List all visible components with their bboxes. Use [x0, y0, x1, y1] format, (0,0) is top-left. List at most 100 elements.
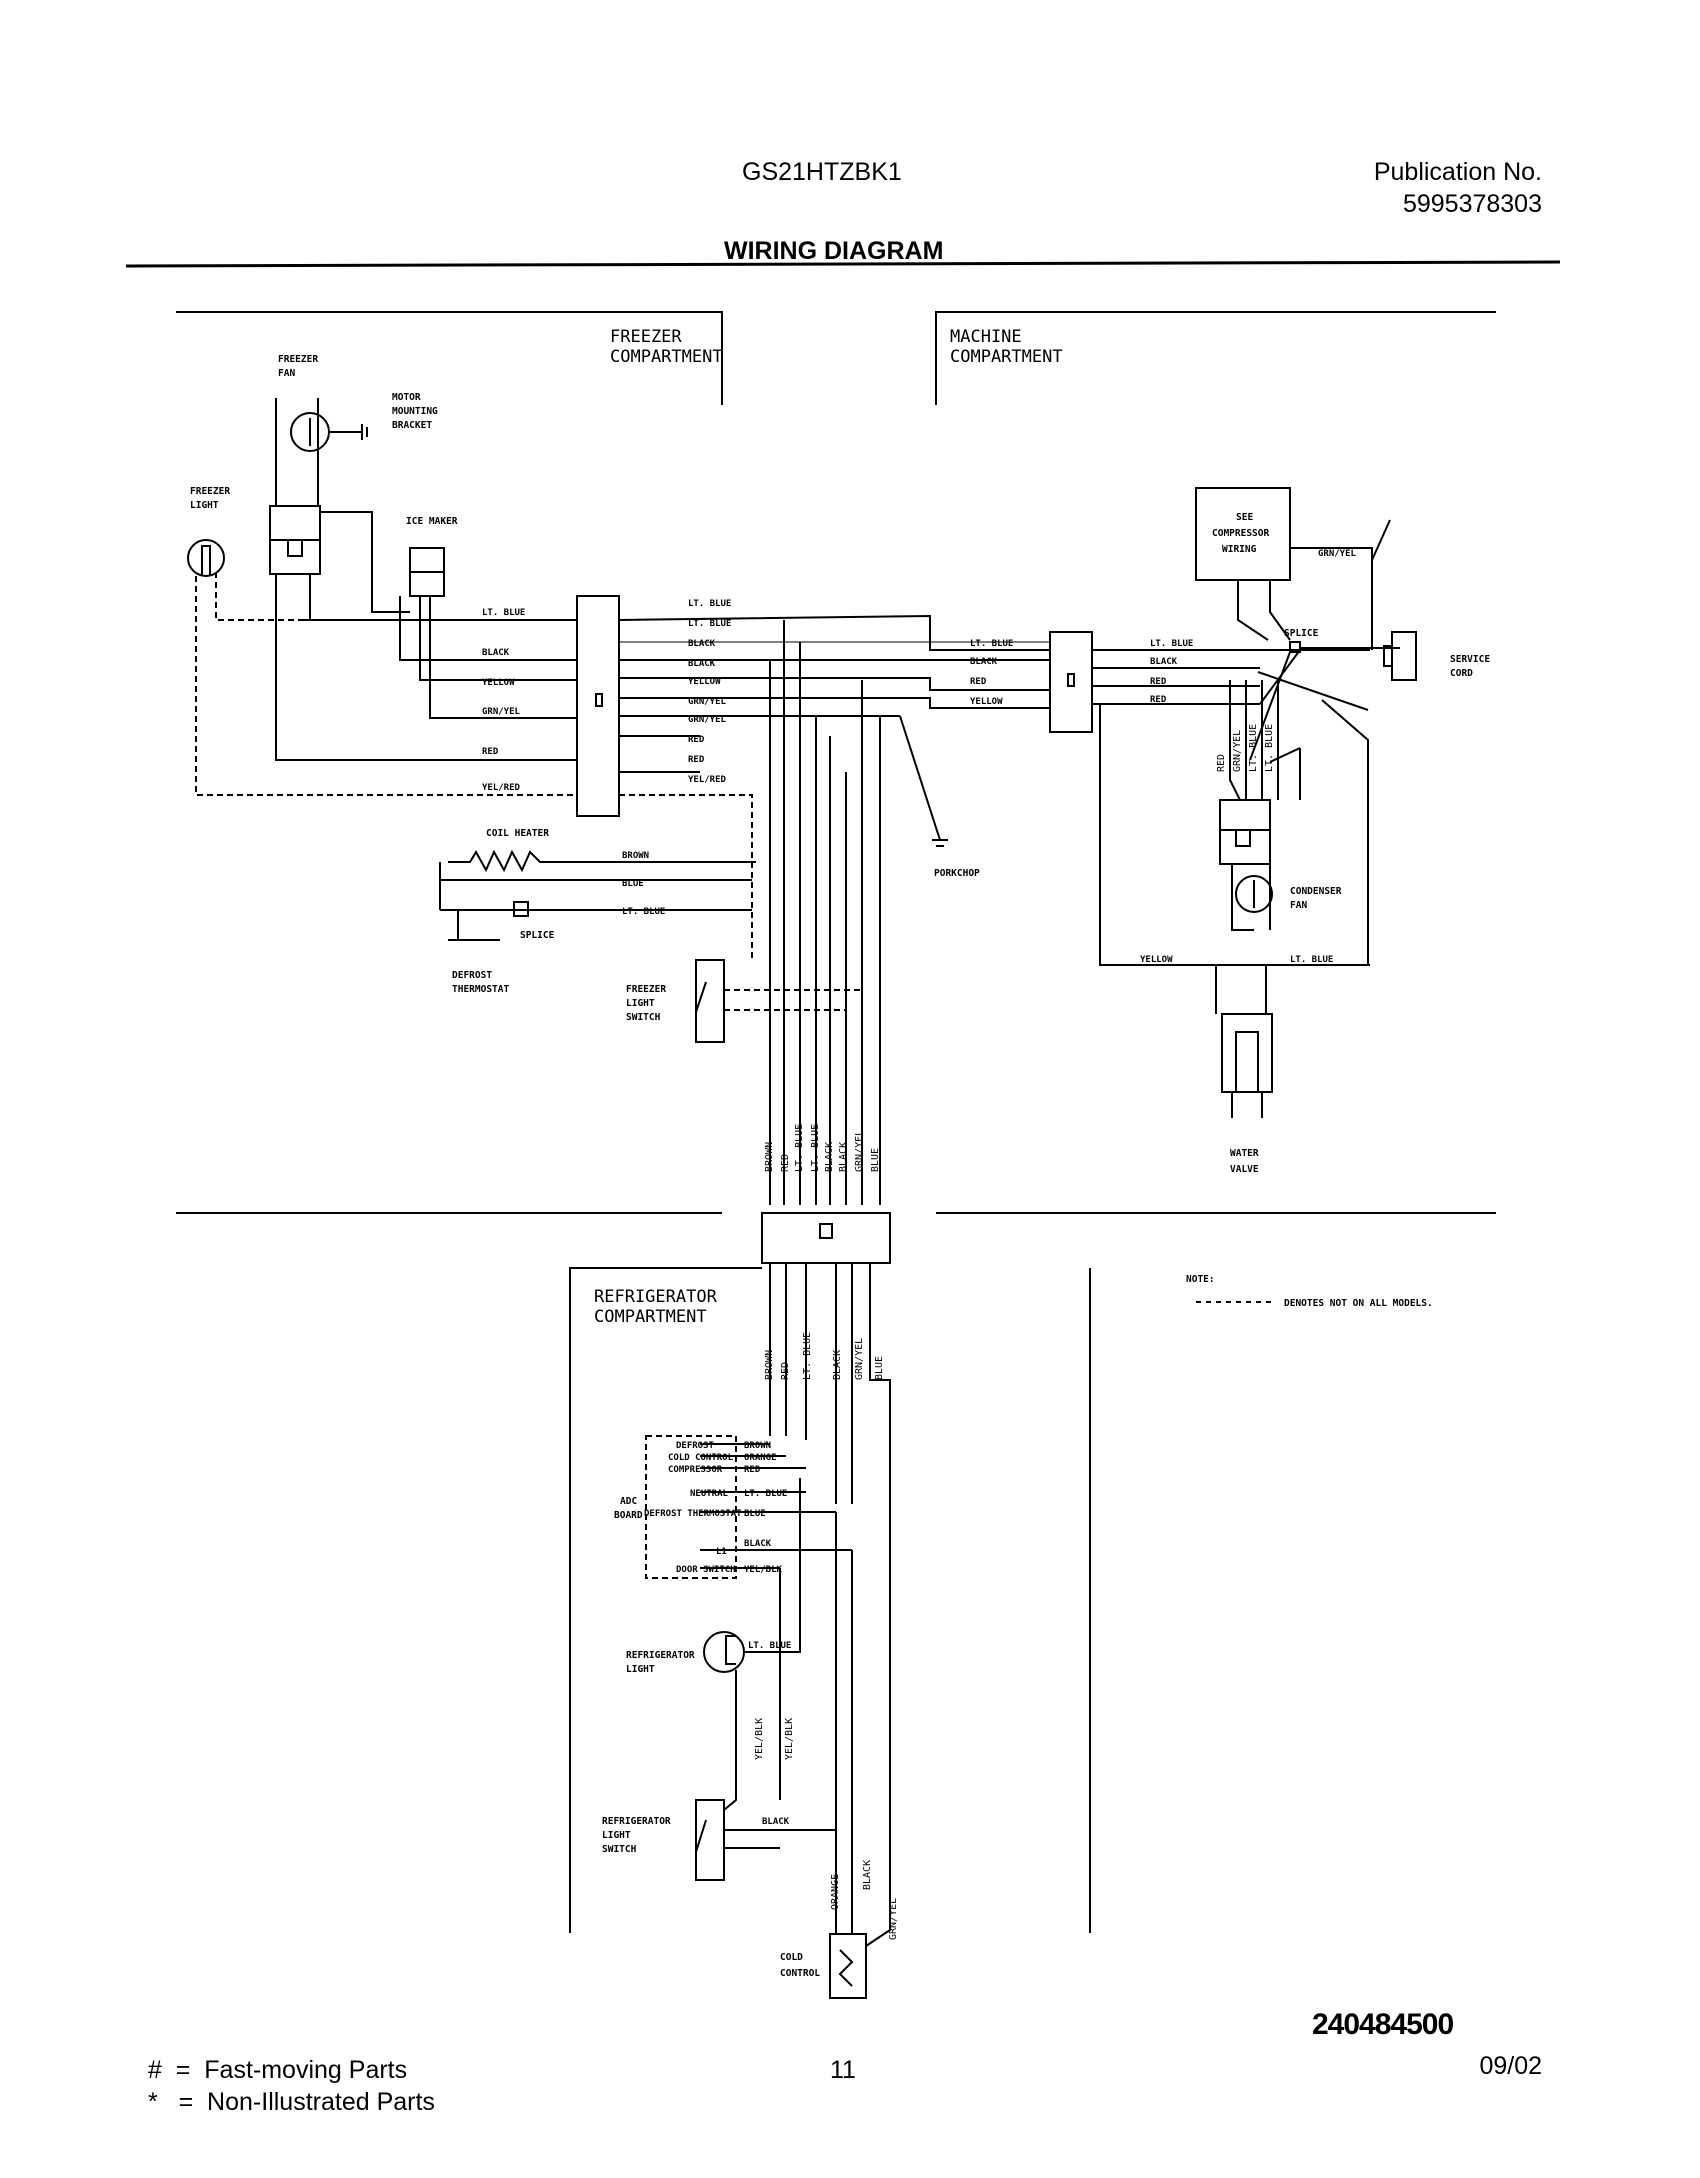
condenser-fan-label-2: FAN: [1290, 900, 1307, 911]
vwire-grnyel-2: GRN/YEL: [854, 1338, 865, 1380]
wire-label-ltblue-m1: LT. BLUE: [970, 639, 1013, 649]
vwire-orange-1: ORANGE: [830, 1874, 841, 1910]
wire-label-ltblue-1: LT. BLUE: [688, 599, 731, 609]
model-number: GS21HTZBK1: [742, 158, 902, 186]
compressor-label-2: COMPRESSOR: [1212, 528, 1269, 539]
wire-label-ltblue-m2: LT. BLUE: [1150, 639, 1193, 649]
wire-label-yellow-valve: YELLOW: [1140, 955, 1173, 965]
wire-label-grnyel-ice: GRN/YEL: [482, 707, 521, 717]
adc-defrost-label: DEFROST: [676, 1441, 715, 1451]
machine-zone-title-2: COMPARTMENT: [950, 347, 1063, 367]
condenser-fan-connector: [1219, 799, 1271, 865]
freezer-zone-title-2: COMPARTMENT: [610, 347, 723, 367]
cold-control-label-2: CONTROL: [780, 1968, 820, 1979]
vwire-brown-1: BROWN: [764, 1142, 775, 1172]
wire-label-black-m1: BLACK: [970, 657, 998, 667]
machine-frame: [935, 311, 1496, 405]
legend-non-illustrated: * = Non-Illustrated Parts: [148, 2088, 435, 2116]
vertical-wire-labels-refrigerator: BROWN RED LT. BLUE BLACK GRN/YEL BLUE YE…: [754, 1332, 899, 1940]
wire-label-red-2: RED: [688, 755, 705, 765]
cold-control: [829, 1933, 867, 1999]
cold-control-label-1: COLD: [780, 1952, 803, 1963]
adc-defrost-thermostat-label: DEFROST THERMOSTAT: [644, 1509, 742, 1519]
vwire-grnyel-3: GRN/YEL: [888, 1898, 899, 1940]
vwire-ltblue-m: LT. BLUE: [1248, 724, 1259, 772]
wire-label-ltblue-light: LT. BLUE: [748, 1641, 791, 1651]
vwire-blue-1: BLUE: [870, 1148, 881, 1172]
vwire-yelblk-2: YEL/BLK: [784, 1718, 795, 1760]
wire-label-black-adc: BLACK: [744, 1539, 772, 1549]
refrigerator-light-switch-label-3: SWITCH: [602, 1844, 637, 1855]
vwire-red-1: RED: [780, 1154, 791, 1172]
wire-label-yelred-ice: YEL/RED: [482, 783, 521, 793]
refrigerator-light-bulb: [703, 1631, 745, 1673]
freezer-light-switch-label-2: LIGHT: [626, 998, 655, 1009]
vwire-yelblk-1: YEL/BLK: [754, 1718, 765, 1760]
freezer-harness-connector: [576, 595, 620, 817]
freezer-light-bulb: [187, 539, 225, 577]
adc-compressor-label: COMPRESSOR: [668, 1465, 723, 1475]
machine-harness-connector: [1049, 631, 1093, 733]
defrost-thermostat-label-2: THERMOSTAT: [452, 984, 509, 995]
date: 09/02: [1479, 2052, 1542, 2080]
vwire-red-m: RED: [1216, 754, 1227, 772]
wire-label-blue-heater: BLUE: [622, 879, 644, 889]
service-cord-label-2: CORD: [1450, 668, 1473, 679]
wire-label-black-m2: BLACK: [1150, 657, 1178, 667]
motor-label-3: BRACKET: [392, 420, 432, 431]
service-cord-label-1: SERVICE: [1450, 654, 1490, 665]
freezer-zone-title-1: FREEZER: [610, 327, 682, 347]
defrost-thermostat-label-1: DEFROST: [452, 970, 492, 981]
vwire-grnyel-1: GRN/YEL: [854, 1130, 865, 1172]
wire-label-red-m1: RED: [970, 677, 987, 687]
splice-freezer-label: SPLICE: [520, 930, 555, 941]
wire-label-black-2: BLACK: [688, 659, 716, 669]
wire-label-red-1: RED: [688, 735, 705, 745]
freezer-fan-label-2: FAN: [278, 368, 295, 379]
vwire-black-4: BLACK: [862, 1860, 873, 1890]
wire-label-red-ice: RED: [482, 747, 499, 757]
freezer-light-label-2: LIGHT: [190, 500, 219, 511]
freezer-light-label-1: FREEZER: [190, 486, 230, 497]
vwire-grnyel-m: GRN/YEL: [1232, 730, 1243, 772]
wire-label-grnyel-m: GRN/YEL: [1318, 549, 1357, 559]
wire-label-ltblue-ice: LT. BLUE: [482, 608, 525, 618]
compressor-label-3: WIRING: [1222, 544, 1257, 555]
wire-label-yellow-m1: YELLOW: [970, 697, 1003, 707]
refrigerator-zone-title-1: REFRIGERATOR: [594, 1287, 718, 1307]
freezer-fan-label-1: FREEZER: [278, 354, 318, 365]
adc-neutral-label: NEUTRAL: [690, 1489, 729, 1499]
adc-board: [645, 1435, 737, 1579]
wire-label-red-m3: RED: [1150, 695, 1167, 705]
part-number: 240484500: [1312, 2008, 1454, 2041]
water-valve: [1221, 1013, 1273, 1093]
condenser-fan-label-1: CONDENSER: [1290, 886, 1342, 897]
water-valve-label-1: WATER: [1230, 1148, 1259, 1159]
motor-label-2: MOUNTING: [392, 406, 438, 417]
refrigerator-light-label-2: LIGHT: [626, 1664, 655, 1675]
wire-label-brown-adc: BROWN: [744, 1441, 771, 1451]
refrigerator-light-label-1: REFRIGERATOR: [626, 1650, 695, 1661]
vwire-blue-2: BLUE: [874, 1356, 885, 1380]
freezer-frame: [176, 311, 723, 405]
wire-label-orange-adc: ORANGE: [744, 1453, 777, 1463]
adc-cold-control-label: COLD CONTROL: [668, 1453, 734, 1463]
refrigerator-light-switch: [695, 1799, 725, 1881]
vwire-ltblue-3: LT. BLUE: [802, 1332, 813, 1380]
page-number: 11: [830, 2056, 856, 2084]
wire-label-ltblue-valve: LT. BLUE: [1290, 955, 1333, 965]
vwire-black-1: BLACK: [824, 1142, 835, 1172]
refrigerator-light-switch-label-1: REFRIGERATOR: [602, 1816, 671, 1827]
wire-label-yelblk-adc: YEL/BLK: [744, 1565, 783, 1575]
freezer-light-switch-label-1: FREEZER: [626, 984, 666, 995]
wire-label-red-m2: RED: [1150, 677, 1167, 687]
vwire-black-3: BLACK: [832, 1350, 843, 1380]
coil-heater-label: COIL HEATER: [486, 828, 549, 839]
condenser-fan-motor: [1235, 875, 1273, 913]
header-rule: [125, 260, 1561, 268]
wire-label-black-switch: BLACK: [762, 1817, 790, 1827]
vwire-ltblue-1: LT. BLUE: [794, 1124, 805, 1172]
freezer-light-switch-label-3: SWITCH: [626, 1012, 661, 1023]
legend-fast-moving: # = Fast-moving Parts: [148, 2056, 408, 2084]
refrigerator-zone-title-2: COMPARTMENT: [594, 1307, 707, 1327]
